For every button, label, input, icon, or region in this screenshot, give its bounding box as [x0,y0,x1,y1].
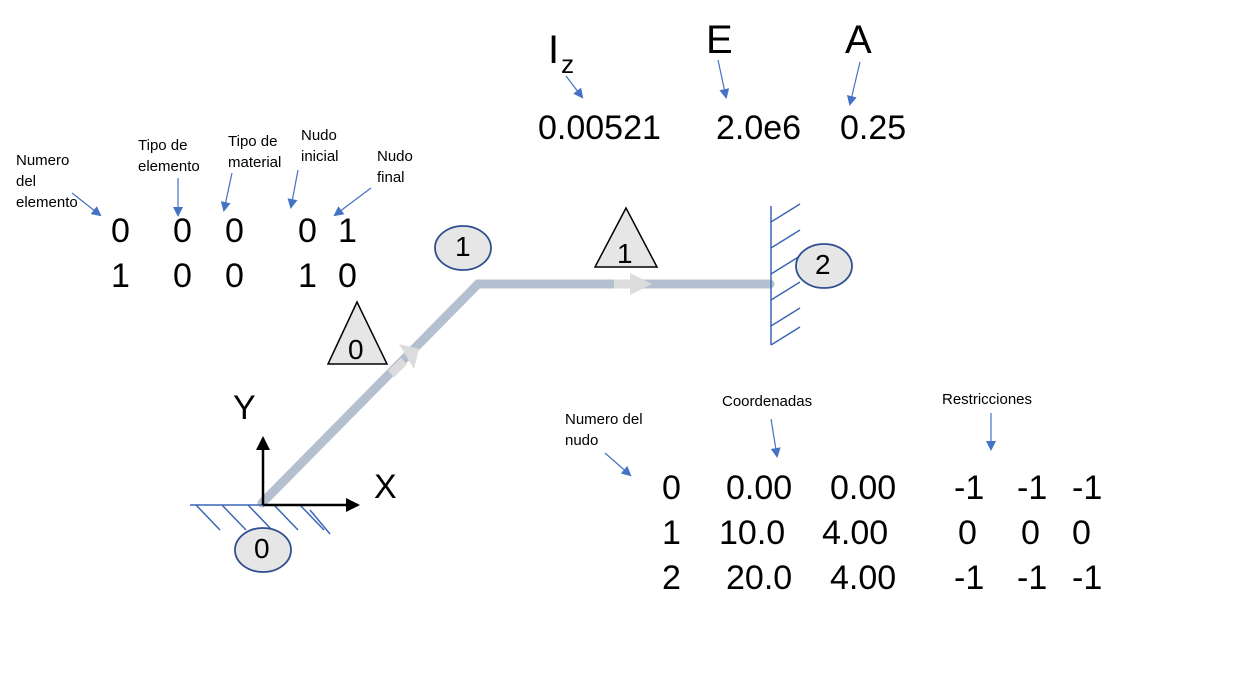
axes [256,436,360,512]
node-row-0-numero: 0 [662,469,681,507]
header-numero-nudo-line2: nudo [565,432,599,449]
element-triangle-1 [593,206,659,268]
element-row-0-tipo-material: 0 [225,212,244,250]
header-restricciones: Restricciones [942,391,1033,408]
node-row-1-y: 4.00 [822,514,889,552]
element-row-1-numero: 1 [111,257,130,295]
direction-arrow-element-0 [387,344,419,378]
wall-support-hatch [770,203,801,346]
node-row-2-r1: -1 [954,559,985,597]
nudo-inicial-pointer-arrow [287,169,299,209]
element-row-0-numero: 0 [111,212,130,250]
element-label-0: 0 [348,334,364,365]
axis-label-x: X [374,468,397,506]
node-row-0-r3: -1 [1072,469,1103,507]
header-nudo-final: Nudo final [377,146,413,188]
header-numero-elemento-line3: elemento [16,194,78,211]
iz-label: Iz [548,28,574,77]
node-label-2: 2 [815,249,831,280]
node-row-2-y: 4.00 [830,559,897,597]
node-row-0-r2: -1 [1017,469,1048,507]
header-tipo-material-line1: Tipo de [228,133,278,150]
element-row-0-nudo-inicial: 0 [298,212,317,250]
numero-nudo-pointer-arrow [604,452,632,477]
iz-label-main: I [548,28,560,72]
header-tipo-elemento-line1: Tipo de [138,137,188,154]
e-value: 2.0e6 [716,109,802,147]
a-pointer-arrow [846,61,861,106]
header-tipo-material-line2: material [228,154,282,171]
node-circle-1 [434,225,492,271]
element-row-1-tipo-elemento: 0 [173,257,192,295]
element-row-1-tipo-material: 0 [225,257,244,295]
node-row-0-y: 0.00 [830,469,897,507]
header-numero-nudo-line1: Numero del [565,411,643,428]
node-label-0: 0 [254,533,270,564]
iz-pointer-arrow [565,75,584,99]
element-row-1-nudo-final: 0 [338,257,357,295]
tipo-material-pointer-arrow [220,172,233,212]
element-triangle-0 [326,300,389,365]
numero-elemento-pointer-arrow [71,192,102,217]
header-numero-nudo: Numero del nudo [565,409,643,451]
axis-label-y: Y [233,389,256,427]
node-row-1-r2: 0 [1021,514,1040,552]
header-nudo-inicial: Nudo inicial [301,125,339,167]
header-numero-elemento: Numero del elemento [16,150,78,213]
header-nudo-inicial-line2: inicial [301,148,339,165]
header-nudo-final-line1: Nudo [377,148,413,165]
e-pointer-arrow [717,59,730,99]
header-numero-elemento-line1: Numero [16,152,70,169]
node-circle-0 [234,527,292,573]
header-coordenadas: Coordenadas [722,393,813,410]
node-row-0-r1: -1 [954,469,985,507]
node-row-1-r1: 0 [958,514,977,552]
header-nudo-inicial-line1: Nudo [301,127,337,144]
header-nudo-final-line2: final [377,169,405,186]
node-row-2-numero: 2 [662,559,681,597]
node-circle-2 [795,243,853,289]
element-row-0-nudo-final: 1 [338,212,357,250]
a-value: 0.25 [840,109,907,147]
node-row-2-x: 20.0 [726,559,793,597]
header-tipo-elemento-line2: elemento [138,158,200,175]
header-tipo-material: Tipo de material [228,131,281,173]
nudo-final-pointer-arrow [333,187,372,217]
node-row-1-numero: 1 [662,514,681,552]
element-row-1-nudo-inicial: 1 [298,257,317,295]
node-row-2-r3: -1 [1072,559,1103,597]
member-element-0 [257,279,483,508]
header-tipo-elemento: Tipo de elemento [138,135,200,177]
iz-value: 0.00521 [538,109,661,147]
element-label-1: 1 [617,238,633,269]
e-label: E [706,18,733,62]
node-row-2-r2: -1 [1017,559,1048,597]
node-label-1: 1 [455,231,471,262]
iz-label-sub: z [561,49,575,79]
header-numero-elemento-line2: del [16,173,37,190]
node-row-1-x: 10.0 [719,514,786,552]
node-row-0-x: 0.00 [726,469,793,507]
node-row-1-r3: 0 [1072,514,1091,552]
direction-arrow-element-1 [614,273,652,295]
element-row-0-tipo-elemento: 0 [173,212,192,250]
a-label: A [845,18,872,62]
coordenadas-pointer-arrow [770,418,781,458]
